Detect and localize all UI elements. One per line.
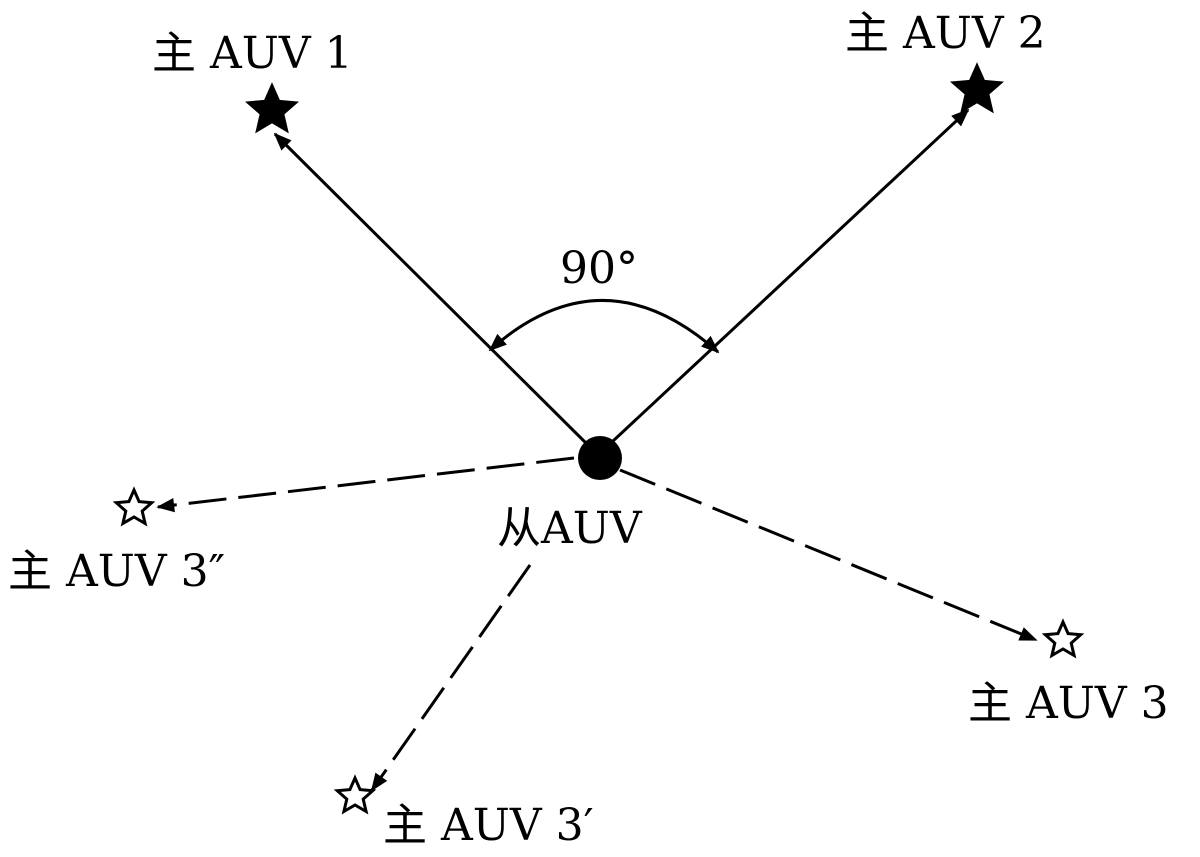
hollow-star-icon [112, 486, 156, 527]
angle-arc [488, 299, 720, 354]
master-auv-3-double-prime-label: 主 AUV 3″ [8, 546, 225, 597]
hollow-star-icon [1041, 618, 1085, 659]
slave-auv-node [578, 436, 622, 480]
filled-star-icon [244, 82, 300, 134]
angle-label: 90° [560, 243, 638, 294]
master-auv-2-label: 主 AUV 2 [845, 8, 1046, 59]
link-line-m1 [273, 132, 600, 457]
hollow-star-icon [333, 774, 377, 815]
link-line-m3p [370, 564, 532, 792]
slave-auv-label: 从AUV [497, 503, 643, 554]
master-auv-1-label: 主 AUV 1 [152, 28, 353, 79]
link-line-m3pp [156, 456, 575, 513]
master-auv-3-prime-label: 主 AUV 3′ [383, 800, 594, 851]
link-line-m2 [596, 108, 970, 457]
link-line-m3 [619, 468, 1038, 642]
filled-star-icon [949, 62, 1005, 114]
master-auv-3-label: 主 AUV 3 [968, 678, 1169, 729]
